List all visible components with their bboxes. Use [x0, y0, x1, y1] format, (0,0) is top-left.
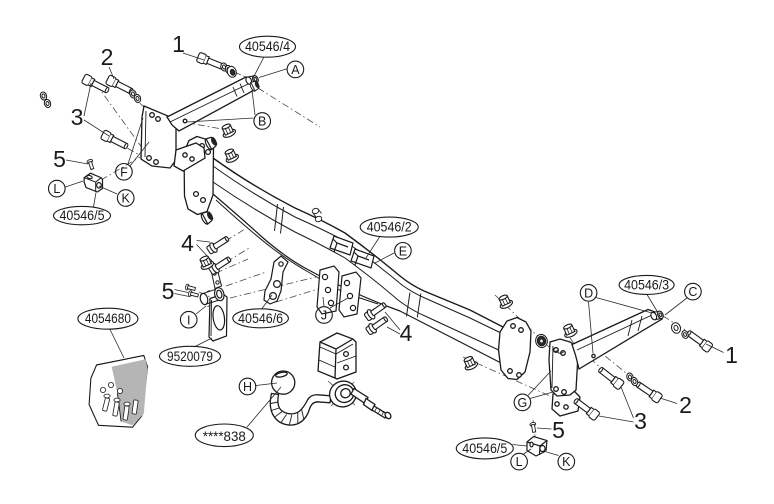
svg-text:5: 5	[552, 417, 565, 443]
svg-text:9520079: 9520079	[167, 349, 213, 364]
svg-text:40546/2: 40546/2	[367, 220, 412, 235]
svg-text:4: 4	[181, 230, 194, 256]
svg-text:4054680: 4054680	[85, 311, 131, 326]
svg-text:40546/5: 40546/5	[462, 441, 507, 456]
svg-text:2: 2	[679, 392, 692, 418]
svg-text:D: D	[584, 287, 593, 301]
svg-text:40546/5: 40546/5	[60, 208, 105, 223]
svg-text:F: F	[120, 165, 128, 179]
svg-text:E: E	[399, 244, 407, 258]
svg-text:G: G	[518, 396, 528, 410]
svg-text:40546/4: 40546/4	[245, 39, 290, 54]
svg-text:3: 3	[71, 104, 84, 130]
svg-text:40546/6: 40546/6	[238, 311, 283, 326]
svg-text:A: A	[291, 63, 300, 77]
svg-text:4: 4	[400, 320, 413, 346]
svg-text:5: 5	[162, 278, 175, 304]
svg-text:5: 5	[53, 146, 66, 172]
svg-text:1: 1	[725, 342, 738, 368]
svg-text:H: H	[243, 380, 252, 394]
svg-text:1: 1	[172, 31, 185, 57]
svg-text:L: L	[516, 455, 523, 469]
svg-text:J: J	[321, 309, 327, 323]
svg-text:I: I	[187, 313, 190, 327]
svg-text:3: 3	[634, 408, 647, 434]
svg-text:C: C	[688, 285, 697, 299]
svg-text:2: 2	[101, 44, 114, 70]
svg-text:B: B	[258, 115, 266, 129]
svg-text:****838: ****838	[203, 429, 246, 444]
svg-text:K: K	[122, 191, 131, 205]
svg-text:L: L	[53, 182, 60, 196]
svg-text:K: K	[562, 455, 571, 469]
svg-text:40546/3: 40546/3	[624, 277, 669, 292]
